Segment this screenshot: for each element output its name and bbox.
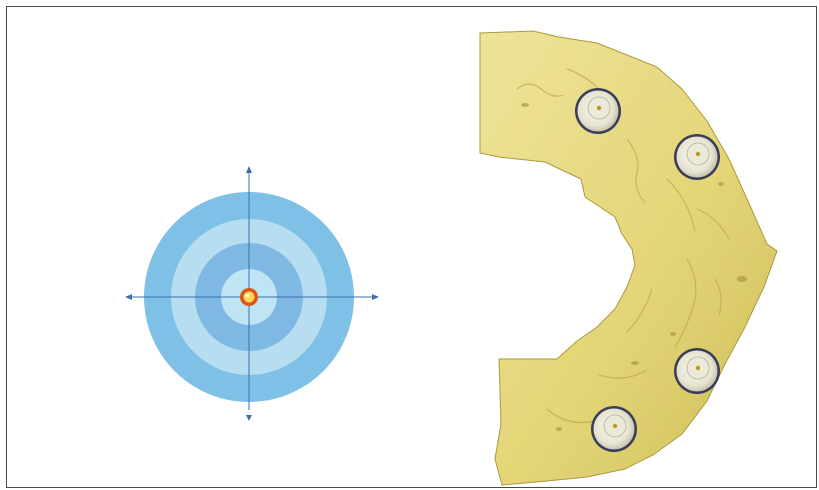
axis-arrows [125,166,379,421]
implant-marker-3[interactable] [674,348,720,394]
arrow-down-icon [246,415,252,421]
implant-marker-2[interactable] [674,134,720,180]
arrow-right-icon [372,294,379,300]
alignment-target[interactable] [117,162,387,427]
scan-viewport[interactable] [6,6,817,488]
surface-texture [516,68,730,424]
arrow-up-icon [246,166,252,173]
dental-arch-model[interactable] [477,29,787,487]
implant-marker-1[interactable] [575,88,621,134]
implant-marker-4[interactable] [591,406,637,452]
center-marker[interactable] [240,288,258,306]
arrow-left-icon [125,294,132,300]
